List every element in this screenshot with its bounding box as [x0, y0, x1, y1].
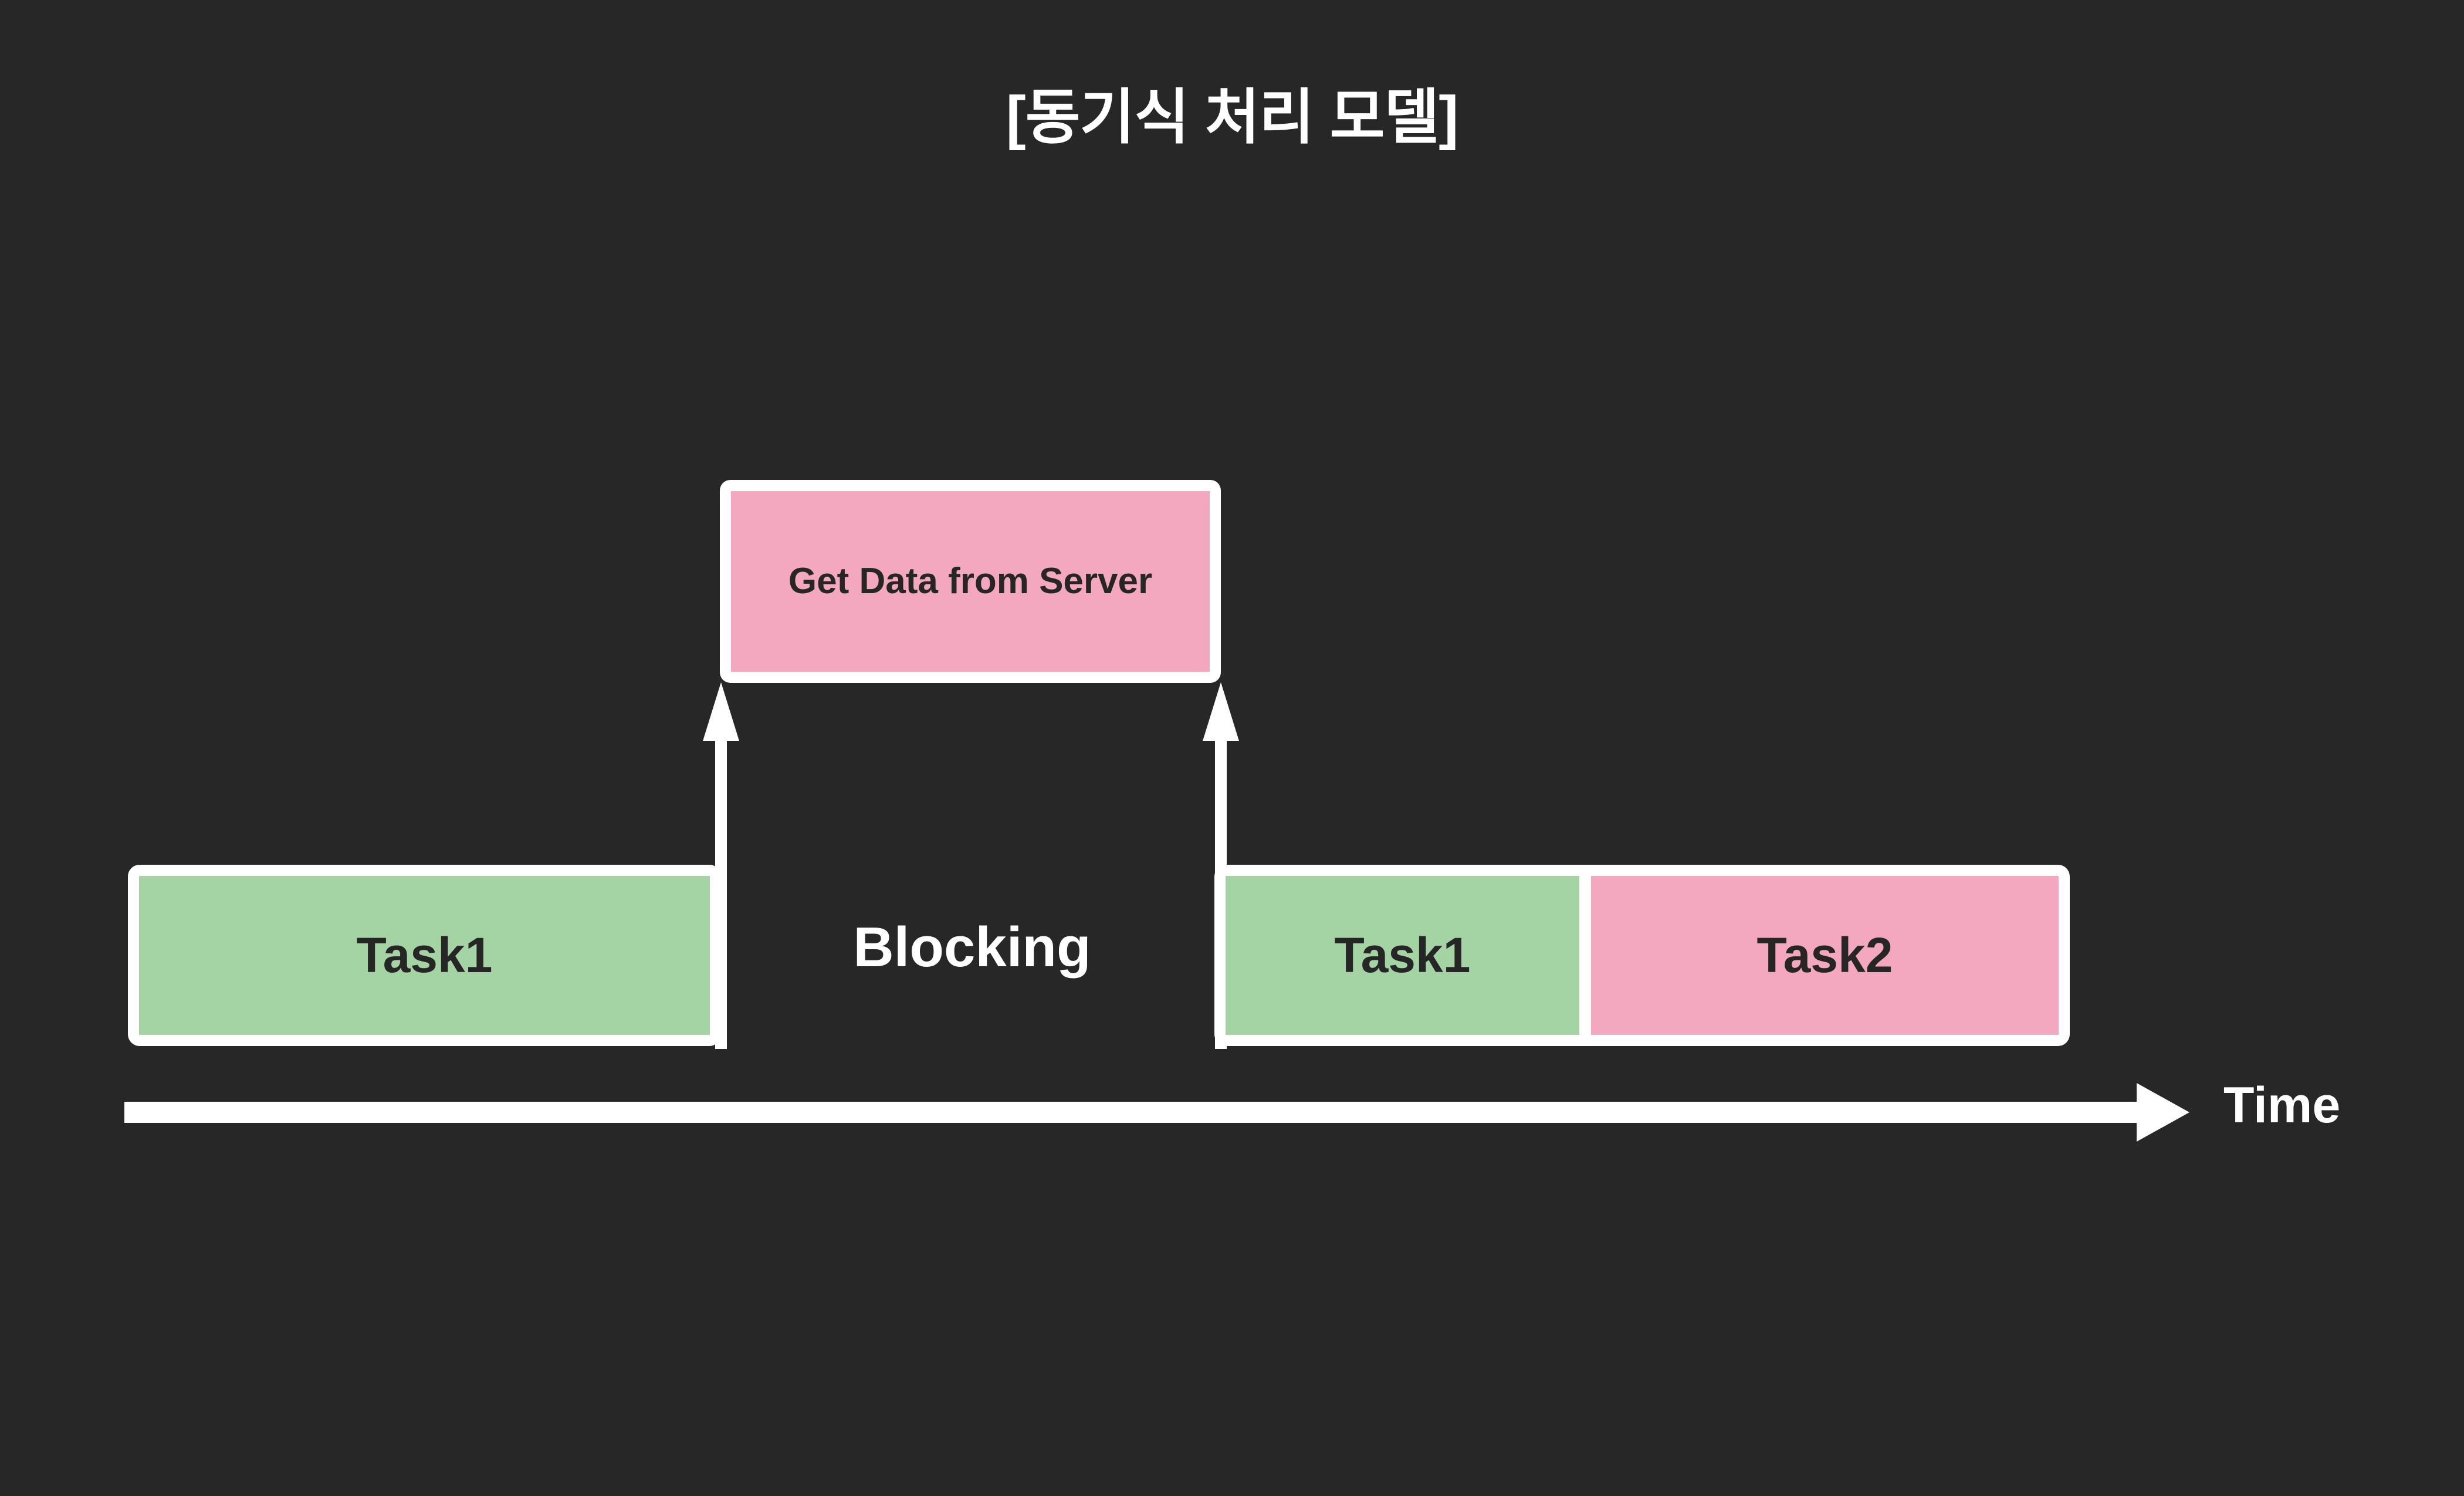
server-fetch-box: Get Data from Server: [720, 480, 1221, 683]
task1-left-box: Task1: [128, 865, 721, 1046]
axis-line: [124, 1102, 2143, 1123]
time-axis-arrow-icon: [124, 1083, 2189, 1142]
arrowhead: [1203, 682, 1239, 741]
task2-box: Task2: [1585, 865, 2070, 1046]
arrowhead: [703, 682, 739, 741]
blocking-label: Blocking: [853, 916, 1091, 979]
page-title: [동기식 처리 모델]: [1006, 84, 1459, 151]
axis-arrowhead: [2137, 1083, 2189, 1142]
time-axis-label: Time: [2223, 1077, 2341, 1133]
task1-right-box: Task1: [1214, 865, 1585, 1046]
